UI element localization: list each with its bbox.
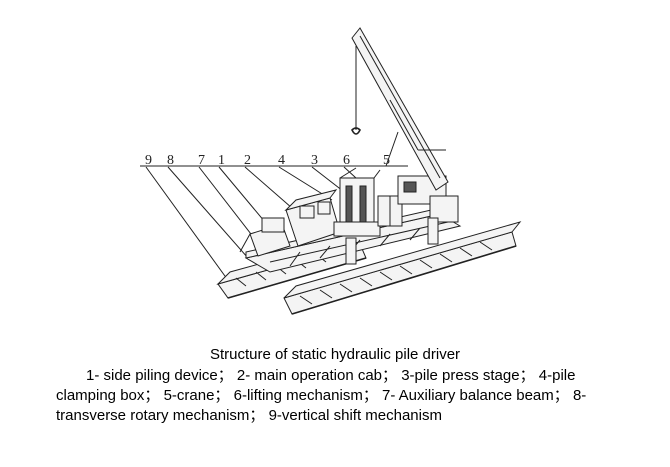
legend-item-6: 6-lifting mechanism； <box>233 387 378 404</box>
legend-item-1: 1- side piling device； <box>86 367 233 384</box>
pile-clamping-box <box>345 217 439 265</box>
legend-item-8: 8-transverse rotary mechanism； <box>56 387 587 424</box>
legend-item-5: 5-crane； <box>163 387 230 404</box>
legend-item-9: 9-vertical shift mechanism <box>268 407 442 424</box>
callout-7: 7 <box>198 153 205 168</box>
crane-boom <box>351 27 449 191</box>
callout-5: 5 <box>383 153 390 168</box>
legend-item-2: 2- main operation cab； <box>236 367 398 384</box>
legend-item-7: 7- Auxiliary balance beam； <box>382 387 569 404</box>
leader-lines <box>140 131 408 284</box>
operation-cab <box>284 189 341 247</box>
caption-legend: 1- side piling device； 2- main operation… <box>56 366 616 426</box>
callout-2: 2 <box>244 153 251 168</box>
callout-4: 4 <box>278 153 285 168</box>
pile-driver-drawing: 9 8 7 1 2 4 3 6 5 <box>140 27 522 315</box>
side-piling-device <box>239 217 291 257</box>
pile-press-stage <box>333 167 381 237</box>
legend-item-3: 3-pile press stage； <box>401 367 535 384</box>
callout-8: 8 <box>167 153 174 168</box>
callout-1: 1 <box>218 153 225 168</box>
legend-item-4: 4-pile clamping box； <box>56 367 576 404</box>
caption-title: Structure of static hydraulic pile drive… <box>209 346 461 363</box>
right-walking-track <box>283 221 522 315</box>
callout-6: 6 <box>343 153 350 168</box>
callout-9: 9 <box>145 153 152 168</box>
callout-3: 3 <box>311 153 318 168</box>
